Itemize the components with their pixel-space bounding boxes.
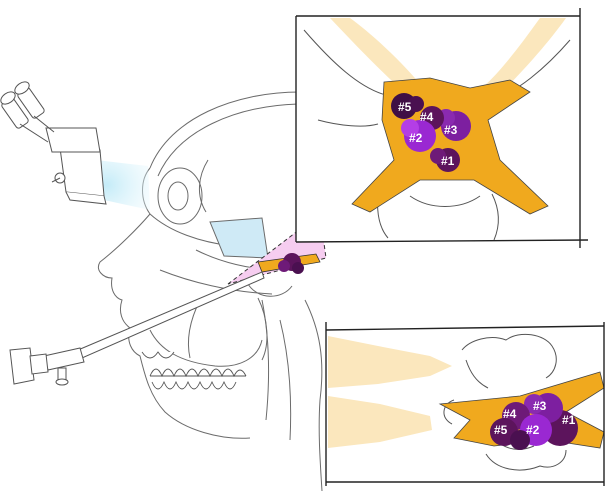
top-label-1: #1 xyxy=(441,154,455,168)
bottom-label-3: #3 xyxy=(533,399,547,413)
top-label-5: #5 xyxy=(398,100,412,114)
bottom-label-4: #4 xyxy=(503,407,517,421)
bottom-inset-panel: #3 #4 #1 #5 #2 xyxy=(326,322,604,486)
endoscope-icon xyxy=(10,272,264,385)
orbit xyxy=(158,168,202,224)
sinus-cavity xyxy=(210,218,268,258)
bottom-label-2: #2 xyxy=(526,423,540,437)
head-sagittal-outline xyxy=(98,92,322,491)
bottom-label-5: #5 xyxy=(494,423,508,437)
top-inset-panel: #5 #4 #3 #2 #1 xyxy=(296,8,588,248)
microscope-icon xyxy=(0,79,150,210)
bottom-label-1: #1 xyxy=(562,413,576,427)
top-label-2: #2 xyxy=(409,131,423,145)
teeth xyxy=(142,352,246,389)
top-label-3: #3 xyxy=(444,123,458,137)
skull-vault xyxy=(150,92,300,168)
top-label-4: #4 xyxy=(420,110,434,124)
mandible xyxy=(150,330,262,366)
